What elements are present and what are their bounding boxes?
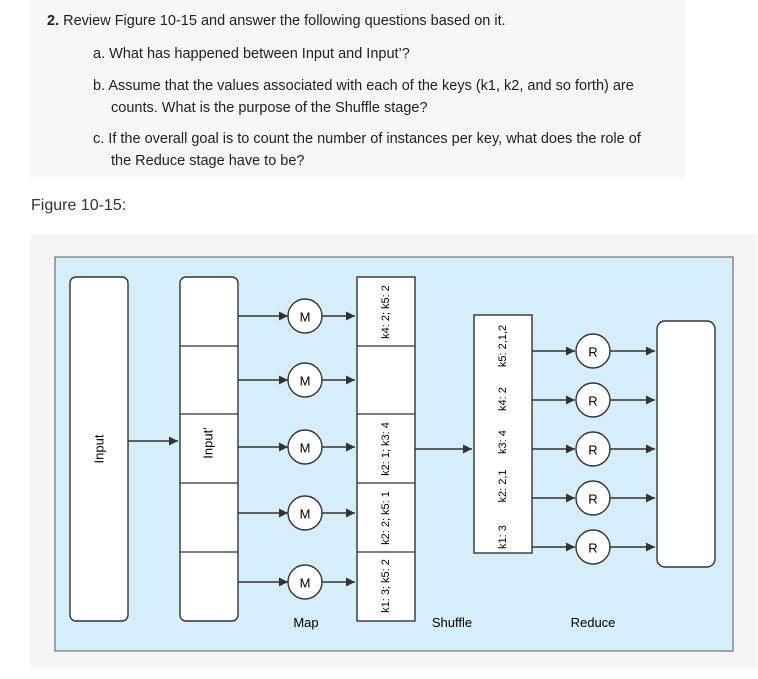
figure-label: Figure 10-15: xyxy=(31,197,127,214)
shuffle-key-k2: k2: 2,1 xyxy=(497,469,509,502)
shuffle-key-k4: k4: 2 xyxy=(497,387,509,411)
question-prompt-line: 2. Review Figure 10-15 and answer the fo… xyxy=(47,12,506,30)
stage-label-reduce: Reduce xyxy=(571,615,616,630)
map-output-cell-5: k1: 3; k5: 2 xyxy=(380,559,392,613)
map-node-4: M xyxy=(238,495,355,531)
reduce-node-label: R xyxy=(588,492,597,507)
reduce-node-2: R xyxy=(532,382,655,418)
shuffle-key-k3: k3: 4 xyxy=(497,430,509,454)
map-node-label: M xyxy=(300,507,311,522)
map-output-cell-4: k2: 2; k5: 1 xyxy=(380,491,392,545)
map-node-label: M xyxy=(300,310,311,325)
reduce-node-label: R xyxy=(588,394,597,409)
question-prompt: Review Figure 10-15 and answer the follo… xyxy=(63,13,506,29)
output-box xyxy=(656,320,716,568)
map-node-3: M xyxy=(238,429,355,465)
question-c-line2: the Reduce stage have to be? xyxy=(111,153,305,169)
question-number: 2. xyxy=(47,13,60,29)
input-prime-box xyxy=(179,276,239,622)
stage-label-map: Map xyxy=(293,615,318,630)
shuffle-box xyxy=(473,314,533,554)
reduce-node-1: R xyxy=(532,333,655,369)
input-label: Input xyxy=(92,434,107,463)
stage-label-shuffle: Shuffle xyxy=(432,615,472,630)
question-b-line2: counts. What is the purpose of the Shuff… xyxy=(111,100,428,116)
map-output-cell-3: k2: 1; k3: 4 xyxy=(380,422,392,476)
reduce-node-label: R xyxy=(588,443,597,458)
question-b-line1: b. Assume that the values associated wit… xyxy=(93,78,634,94)
reduce-node-5: R xyxy=(532,529,655,565)
reduce-node-4: R xyxy=(532,480,655,516)
map-node-label: M xyxy=(300,374,311,389)
reduce-node-label: R xyxy=(588,345,597,360)
reduce-node-label: R xyxy=(588,541,597,556)
map-node-2: M xyxy=(238,362,355,398)
map-node-label: M xyxy=(300,441,311,456)
shuffle-key-k5: k5: 2,1,2 xyxy=(497,325,509,367)
input-prime-label: Input' xyxy=(201,427,216,458)
question-c-line1: c. If the overall goal is to count the n… xyxy=(93,131,641,147)
shuffle-key-k1: k1: 3 xyxy=(497,525,509,549)
input-box xyxy=(69,276,129,622)
question-box: 2. Review Figure 10-15 and answer the fo… xyxy=(30,0,686,178)
map-node-5: M xyxy=(238,564,355,600)
reduce-node-3: R xyxy=(532,431,655,467)
map-node-1: M xyxy=(238,298,355,334)
question-a: a. What has happened between Input and I… xyxy=(93,46,410,62)
map-node-label: M xyxy=(300,576,311,591)
map-output-cell-1: k4: 2; k5: 2 xyxy=(380,285,392,339)
